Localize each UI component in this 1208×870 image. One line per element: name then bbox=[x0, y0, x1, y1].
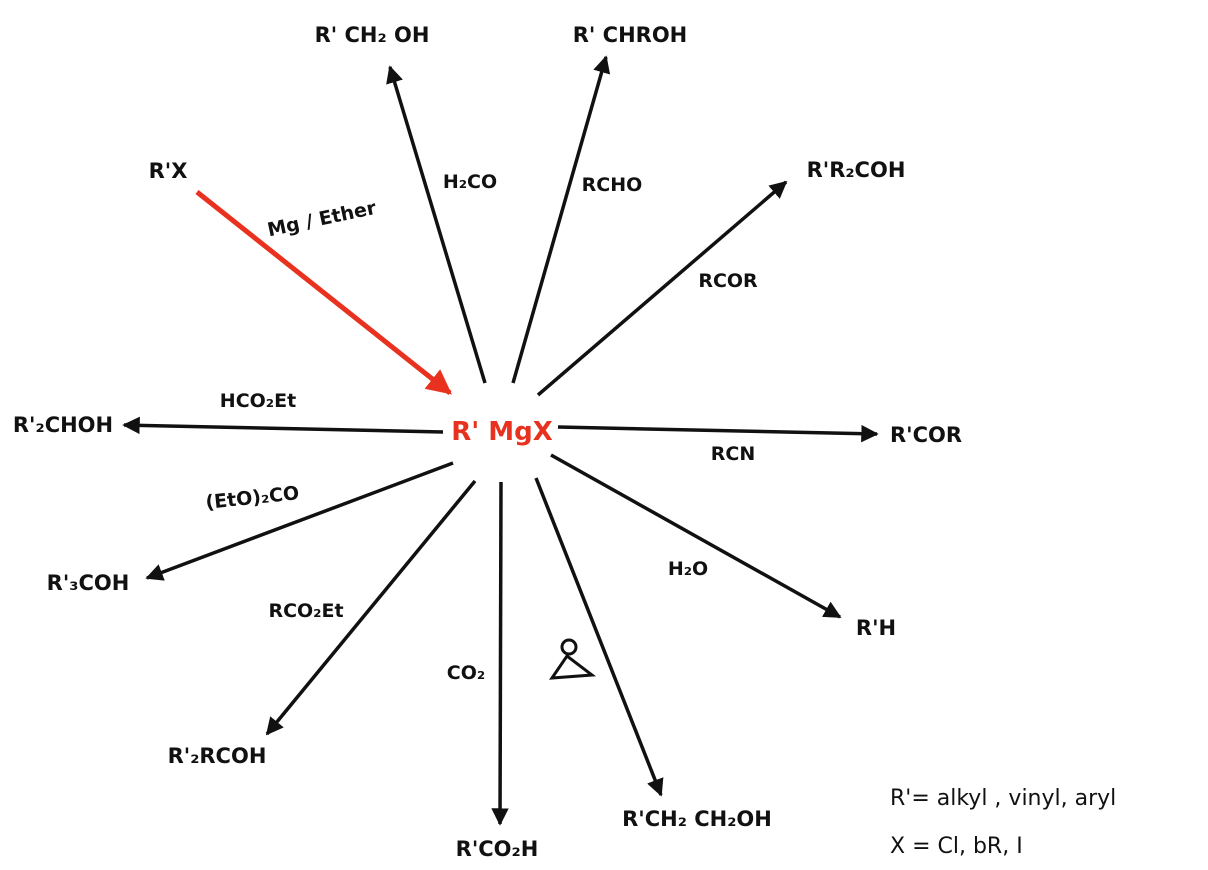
arrow-to-primary-alcohol bbox=[386, 65, 487, 384]
reagent-formate: HCO₂Et bbox=[220, 390, 296, 412]
arrow-formation bbox=[195, 190, 452, 395]
product-ethanol-ext: R'CH₂ CH₂OH bbox=[622, 807, 772, 831]
center-reagent: R' MgX bbox=[451, 417, 553, 447]
start-reagent: Mg / Ether bbox=[265, 197, 378, 242]
product-acid: R'CO₂H bbox=[456, 837, 539, 861]
arrow-to-ketone bbox=[557, 424, 879, 443]
arrow-to-triaryl bbox=[145, 461, 454, 581]
product-primary-alcohol: R' CH₂ OH bbox=[315, 23, 430, 47]
arrow-to-acid bbox=[491, 481, 509, 826]
reagent-water: H₂O bbox=[668, 558, 708, 580]
product-tertiary-alcohol: R'R₂COH bbox=[807, 158, 906, 182]
reagent-formaldehyde: H₂CO bbox=[443, 171, 497, 193]
arrow-to-tertiary-ester bbox=[265, 479, 477, 736]
reagent-carbonate: (EtO)₂CO bbox=[204, 482, 300, 514]
arrow-to-alkane bbox=[550, 453, 842, 619]
product-secondary-alcohol: R' CHROH bbox=[573, 23, 688, 47]
reagent-ketone: RCOR bbox=[698, 270, 758, 292]
product-triaryl: R'₃COH bbox=[47, 571, 130, 595]
start-reactant: R'X bbox=[149, 159, 188, 183]
epoxide-icon bbox=[549, 638, 597, 680]
product-ketone: R'COR bbox=[890, 423, 962, 447]
reagent-aldehyde: RCHO bbox=[582, 174, 643, 196]
arrow-to-tertiary-alcohol bbox=[536, 180, 788, 397]
arrow-to-ethanol-ext bbox=[534, 477, 664, 797]
arrow-to-secondary-alcohol bbox=[511, 55, 611, 384]
legend-x: X = Cl, bR, I bbox=[890, 834, 1023, 859]
product-dialkyl: R'₂CHOH bbox=[13, 413, 113, 437]
product-alkane: R'H bbox=[856, 616, 896, 640]
arrow-to-dialkyl bbox=[122, 416, 444, 435]
reagent-nitrile: RCN bbox=[711, 443, 755, 465]
reagent-ester: RCO₂Et bbox=[268, 600, 343, 622]
reagent-co2: CO₂ bbox=[447, 662, 485, 684]
legend-r: R'= alkyl , vinyl, aryl bbox=[890, 786, 1116, 811]
product-tertiary-ester: R'₂RCOH bbox=[168, 744, 267, 768]
